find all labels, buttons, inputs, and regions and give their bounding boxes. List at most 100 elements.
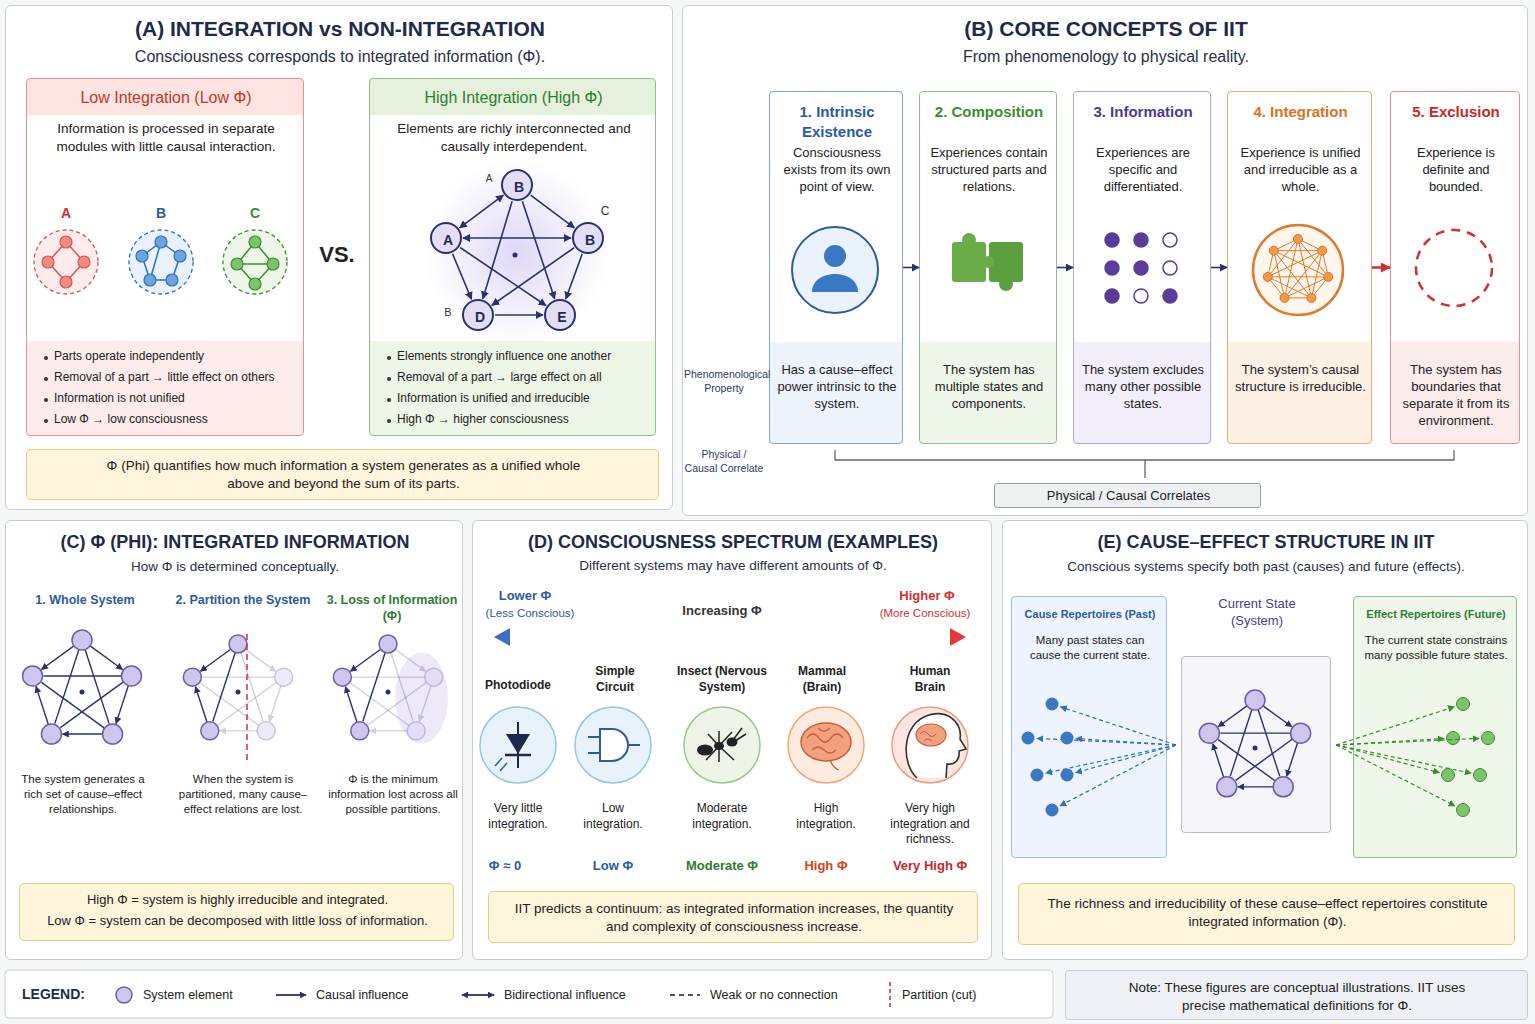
- network-link: [241, 653, 263, 722]
- text-wrap: Effect Repertoires (Future): [1358, 607, 1514, 621]
- system-element: [1291, 723, 1311, 743]
- cause-arrow: [1061, 707, 1176, 745]
- cause-arrow: [1060, 745, 1176, 806]
- legend-text: System element: [143, 987, 233, 1003]
- text-wrap: Information is unified and irreducible: [385, 391, 643, 407]
- bullet-item: Information is not unified: [42, 391, 300, 407]
- card-heading: 3. Information: [1080, 102, 1206, 122]
- label-wrap: Lower Φ: [480, 588, 570, 605]
- network-link: [345, 687, 357, 723]
- light-ray: [495, 758, 502, 766]
- note-text: The richness and irreducibility of these…: [1042, 895, 1493, 930]
- network-link: [200, 649, 230, 671]
- label-wrap: LEGEND:: [22, 985, 112, 1003]
- module-link: [237, 242, 255, 264]
- label-wrap: Increasing Φ: [657, 603, 787, 620]
- text-wrap: How Φ is determined conceptually.: [6, 558, 464, 576]
- text-wrap: IIT predicts a continuum: as integrated …: [502, 900, 966, 935]
- integration-link: [1285, 239, 1298, 298]
- text-wrap: Experience is unified and irreducible as…: [1234, 145, 1367, 196]
- integration-link: [1268, 277, 1312, 298]
- module-element: [78, 256, 90, 268]
- note-text: Φ (Phi) quantifies how much information …: [103, 457, 584, 492]
- connector: [463, 237, 571, 239]
- text-wrap: Low Integration (Low Φ): [27, 88, 305, 109]
- label-wrap: (Less Conscious): [475, 606, 585, 621]
- integration-node: [1263, 272, 1272, 281]
- text-wrap: The current state constrains many possib…: [1364, 633, 1508, 663]
- module-element: [136, 250, 148, 262]
- label-text: Φ ≈ 0: [465, 858, 545, 875]
- panel: (D) CONSCIOUSNESS SPECTRUM (EXAMPLES) Dif…: [472, 520, 992, 960]
- brain-folds: [920, 732, 936, 742]
- label-wrap: Low Φ: [573, 858, 653, 875]
- network-link: [1230, 710, 1252, 777]
- system-element: [425, 668, 443, 686]
- label-text: Increasing Φ: [657, 603, 787, 620]
- note-box: IIT predicts a continuum: as integrated …: [488, 891, 978, 943]
- card-description: Experiences are specific and differentia…: [1080, 145, 1206, 196]
- module-link: [66, 262, 84, 282]
- label-wrap: Insect (Nervous System): [667, 664, 777, 695]
- label-wrap: VS.: [312, 241, 362, 270]
- integration-link: [1274, 251, 1328, 277]
- state-dot: [1134, 289, 1148, 303]
- bullet-item: High Φ → higher consciousness: [385, 412, 643, 428]
- text-wrap: (B) CORE CONCEPTS OF IIT: [683, 15, 1529, 42]
- state-dot: [1163, 233, 1177, 247]
- card-heading: 5. Exclusion: [1397, 102, 1515, 122]
- label-wrap: The system generates a rich set of cause…: [13, 772, 153, 817]
- repertoire-box: Cause Repertoires (Past)Many past states…: [1011, 596, 1167, 858]
- label-text: When the system is partitioned, many cau…: [173, 772, 313, 817]
- label-text: C: [245, 204, 265, 222]
- exclusion-boundary: [1416, 230, 1492, 306]
- card-correlate: The system’s causal structure is irreduc…: [1234, 362, 1367, 396]
- lost-information-glow: [395, 652, 448, 743]
- label-text: 1. Whole System: [10, 592, 160, 608]
- note-text: Note: These figures are conceptual illus…: [1119, 979, 1475, 1014]
- connector: [495, 314, 543, 316]
- system-element: [1245, 690, 1265, 710]
- integration-link: [1274, 251, 1312, 298]
- network-link: [1258, 710, 1280, 777]
- effect-arrow: [1336, 745, 1455, 806]
- comparison-box: High Integration (High Φ)Elements are ri…: [369, 78, 656, 436]
- network-link: [1263, 706, 1292, 727]
- card-description: Experience is unified and irreducible as…: [1234, 145, 1367, 196]
- card-heading: 4. Integration: [1234, 102, 1367, 122]
- integration-link: [1268, 277, 1285, 298]
- panel-subtitle: Different systems may have different amo…: [473, 557, 993, 575]
- system-element: [72, 630, 92, 650]
- label-text: Very little integration.: [473, 801, 563, 832]
- spectrum-bar: [506, 634, 954, 641]
- effect-arrow: [1336, 745, 1439, 773]
- text-wrap: Low Φ → low consciousness: [42, 412, 300, 428]
- panel-heading: (D) CONSCIOUSNESS SPECTRUM (EXAMPLES): [473, 531, 993, 554]
- label-text: B: [151, 204, 171, 222]
- integration-link: [1285, 277, 1329, 298]
- text-wrap: A: [432, 231, 464, 249]
- module-circle: [129, 230, 193, 294]
- network-node: E: [544, 299, 576, 331]
- network-node: B: [501, 169, 533, 201]
- network-link: [1220, 732, 1290, 733]
- box-heading: Cause Repertoires (Past): [1016, 607, 1164, 621]
- state-dot: [1105, 261, 1119, 275]
- label-wrap: Very High Φ: [880, 858, 980, 875]
- network-hub: [80, 690, 85, 695]
- label-wrap: A: [56, 204, 76, 222]
- label-wrap: A: [483, 172, 495, 185]
- cause-state-dot: [1031, 769, 1044, 782]
- connector: [522, 201, 554, 299]
- text-wrap: 5. Exclusion: [1397, 102, 1515, 122]
- network-link: [1236, 739, 1293, 780]
- concept-card: 3. InformationExperiences are specific a…: [1073, 91, 1211, 444]
- legend-text: Causal influence: [316, 987, 408, 1003]
- module-element: [166, 274, 178, 286]
- system-element: [23, 666, 43, 686]
- network-link: [419, 686, 431, 722]
- label-wrap: Φ is the minimum information lost across…: [328, 772, 458, 817]
- text-wrap: 2. Composition: [926, 102, 1052, 122]
- integration-node: [1307, 293, 1316, 302]
- cause-state-dot: [1061, 732, 1074, 745]
